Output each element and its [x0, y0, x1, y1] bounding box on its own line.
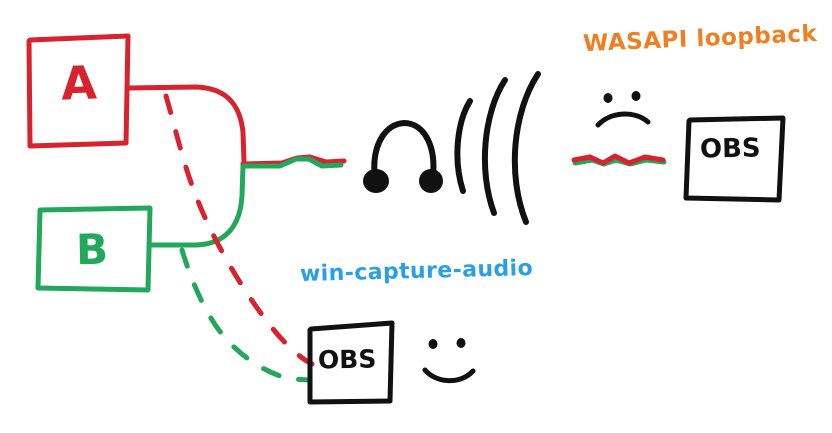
sound-wave-arc-1 [454, 98, 473, 194]
waveform-red-trace [571, 153, 666, 166]
happy-face-smile [422, 367, 476, 384]
obs-bottom-label: OBS [317, 344, 377, 375]
mixed-audio-waveform-icon [571, 153, 667, 167]
headphones-left-cup [363, 169, 389, 193]
happy-face-icon [422, 338, 476, 384]
obs-top-box[interactable] [683, 115, 786, 203]
sad-face-frown [595, 111, 651, 128]
headphones-icon [363, 119, 443, 193]
edge-a-to-mix [125, 84, 247, 165]
sound-wave-arc-3 [511, 71, 541, 225]
source-b-box-outline [35, 205, 153, 293]
obs-top-box-outline [683, 115, 786, 203]
headphones-band [371, 119, 437, 181]
sound-waves-icon [454, 71, 541, 225]
source-b-box[interactable] [35, 205, 153, 293]
source-a-label: A [60, 55, 98, 111]
edge-a-to-obs-bottom-dashed [163, 93, 315, 367]
edge-b-to-mix [147, 163, 246, 248]
sad-face-right-eye [631, 91, 641, 101]
sound-wave-arc-2 [481, 77, 508, 216]
obs-bottom-box[interactable] [307, 320, 395, 405]
happy-face-left-eye [428, 339, 438, 349]
obs-top-label: OBS [699, 133, 761, 165]
edge-mix-to-headphones-green [241, 156, 344, 169]
source-b-label: B [75, 224, 109, 275]
edge-b-to-obs-bottom-dashed [179, 247, 313, 383]
sad-face-left-eye [603, 93, 613, 103]
obs-bottom-box-outline [307, 320, 395, 405]
happy-face-right-eye [456, 338, 466, 348]
sad-face-icon [595, 91, 651, 128]
headphones-right-cup [419, 169, 443, 193]
